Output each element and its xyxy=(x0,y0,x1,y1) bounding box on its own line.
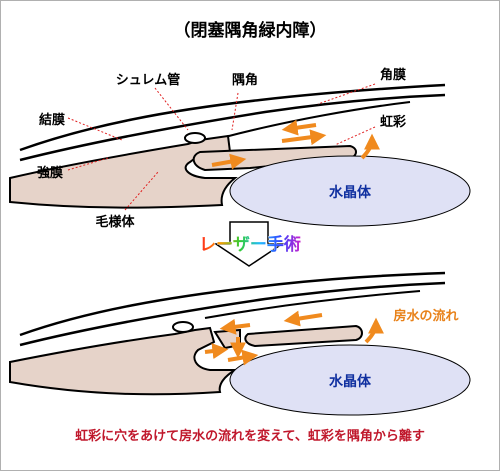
outer-line-1 xyxy=(19,83,446,152)
label-cornea: 角膜 xyxy=(380,67,406,83)
label-flow: 房水の流れ xyxy=(393,308,458,324)
diagram-title: （閉塞隅角緑内障） xyxy=(174,20,327,41)
label-iris: 虹彩 xyxy=(380,114,406,130)
top-diagram: 水晶体 シュレム管 隅角 角膜 結膜 虹彩 強膜 毛様体 xyxy=(9,67,471,230)
procedure-arrow: レーザー手術 xyxy=(199,221,301,267)
label-angle: 隅角 xyxy=(232,72,258,88)
outer-line-1-bottom xyxy=(19,271,446,337)
cornea-inner-line xyxy=(224,101,411,138)
outer-line-2-bottom xyxy=(19,281,446,347)
flow-arrow-top-3 xyxy=(211,153,247,170)
flow-arrow-bottom-6 xyxy=(364,317,384,344)
leader-conjunctiva xyxy=(67,117,123,141)
caption: 虹彩に穴をあけて房水の流れを変えて、虹彩を隅角から離す xyxy=(75,428,425,444)
flow-arrow-top-1 xyxy=(281,119,317,136)
iris-bottom xyxy=(244,324,363,348)
leader-sclera xyxy=(67,157,109,171)
label-schlemm: シュレム管 xyxy=(116,72,180,88)
outer-line-2 xyxy=(19,93,446,162)
flow-arrow-top-2 xyxy=(281,129,327,146)
leader-iris xyxy=(334,126,376,146)
flow-arrow-bottom-2 xyxy=(219,318,251,335)
procedure-label: レーザー手術 xyxy=(199,234,301,255)
label-conjunctiva: 結膜 xyxy=(39,112,65,128)
cornea-inner-line-bottom xyxy=(204,290,421,319)
ciliary-tissue xyxy=(9,134,238,209)
label-sclera: 強膜 xyxy=(37,165,63,181)
schlemm-canal-top xyxy=(184,132,206,144)
flow-arrow-bottom-5 xyxy=(227,349,259,366)
leader-angle xyxy=(231,92,239,131)
flow-arrow-top-4 xyxy=(360,133,380,160)
flow-arrow-bottom-4 xyxy=(204,343,229,360)
bottom-diagram: 水晶体 房水の流れ xyxy=(9,271,471,416)
flow-arrow-bottom-1 xyxy=(283,310,323,327)
leader-schlemm xyxy=(154,87,189,131)
lens-label-bottom: 水晶体 xyxy=(329,373,372,390)
down-arrow-icon xyxy=(213,221,285,267)
ciliary-tissue-bottom xyxy=(9,326,239,396)
leader-ciliary xyxy=(124,171,159,211)
label-ciliary-body: 毛様体 xyxy=(95,214,135,230)
lens-label-top: 水晶体 xyxy=(329,184,372,201)
schlemm-canal-bottom xyxy=(172,321,194,333)
lens-bottom xyxy=(229,344,471,416)
lens-top xyxy=(229,155,471,227)
